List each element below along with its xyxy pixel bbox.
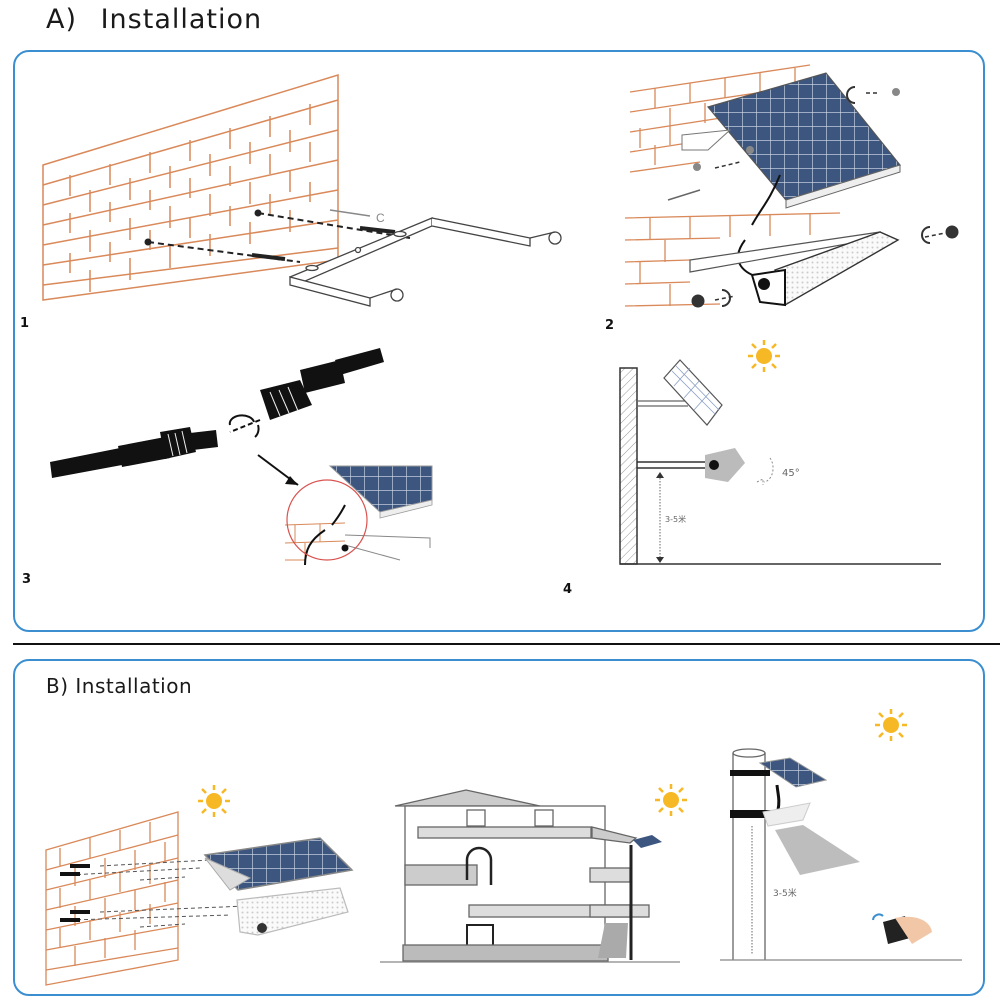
scene-pole: 3-5米: [720, 707, 962, 961]
svg-text:C: C: [376, 211, 385, 225]
scene-building: [380, 782, 689, 963]
section-a-title: A) Installation: [46, 4, 263, 35]
brick-wall-upper: [629, 64, 811, 173]
brick-wall-lower: [624, 212, 841, 307]
screws-b: [60, 864, 90, 922]
floodlight-b: [236, 887, 349, 936]
brick-wall: [42, 73, 339, 301]
sun-icon: [653, 782, 689, 818]
sun-icon: [196, 783, 232, 819]
step1-illustration: C: [42, 73, 562, 307]
fasteners-step2: [667, 86, 959, 308]
brick-wall-b: [45, 811, 179, 986]
connector-male-grip: [167, 430, 188, 457]
solar-panel-pole: [758, 757, 828, 788]
mounting-bracket: [288, 217, 562, 307]
remote-control-icon: [872, 913, 932, 944]
floodlight-step2: [689, 231, 900, 307]
pole-height-label: 3-5米: [773, 887, 797, 899]
section-divider: [13, 643, 1000, 645]
detail-inset: [284, 465, 433, 566]
floodlight-side: [705, 448, 745, 482]
step3-illustration: [50, 348, 433, 566]
step4-illustration: 45° 3-5米: [619, 338, 941, 565]
connector-female-grip: [269, 386, 299, 417]
step2-illustration: [624, 64, 959, 308]
arrow-to-detail: [257, 454, 299, 486]
light-beam: [775, 825, 860, 875]
anchor-screws: C: [144, 209, 411, 263]
step-number-2: 2: [605, 318, 615, 333]
section-a-panel: [13, 50, 985, 632]
step-number-4: 4: [563, 582, 573, 597]
scene-wall-mount: [45, 783, 354, 986]
step-number-3: 3: [22, 572, 32, 587]
section-b-title: B) Installation: [46, 674, 193, 698]
step-number-1: 1: [20, 316, 30, 331]
sun-icon: [873, 707, 909, 743]
solar-panel-step2: [706, 72, 902, 209]
height-label: 3-5米: [665, 514, 686, 524]
connector-male: [50, 427, 218, 478]
section-b-panel: [13, 659, 985, 996]
sun-icon: [746, 338, 782, 374]
angle-label: 45°: [782, 468, 800, 479]
connector-female: [260, 348, 384, 420]
floodlight-pole: [762, 802, 811, 827]
wall-side-view: [619, 367, 638, 565]
